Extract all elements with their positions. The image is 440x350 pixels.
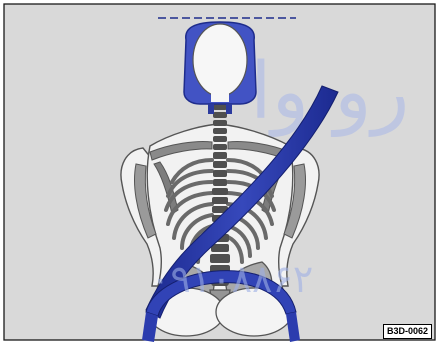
figure-reference-code: B3D-0062 [383,324,432,339]
watermark-bottom: ۰۹۱۰۸۸۶۲ [150,257,313,301]
headrest-post-right [226,104,232,114]
headrest-post-left [208,104,214,114]
neck [211,90,229,102]
head [193,24,247,96]
